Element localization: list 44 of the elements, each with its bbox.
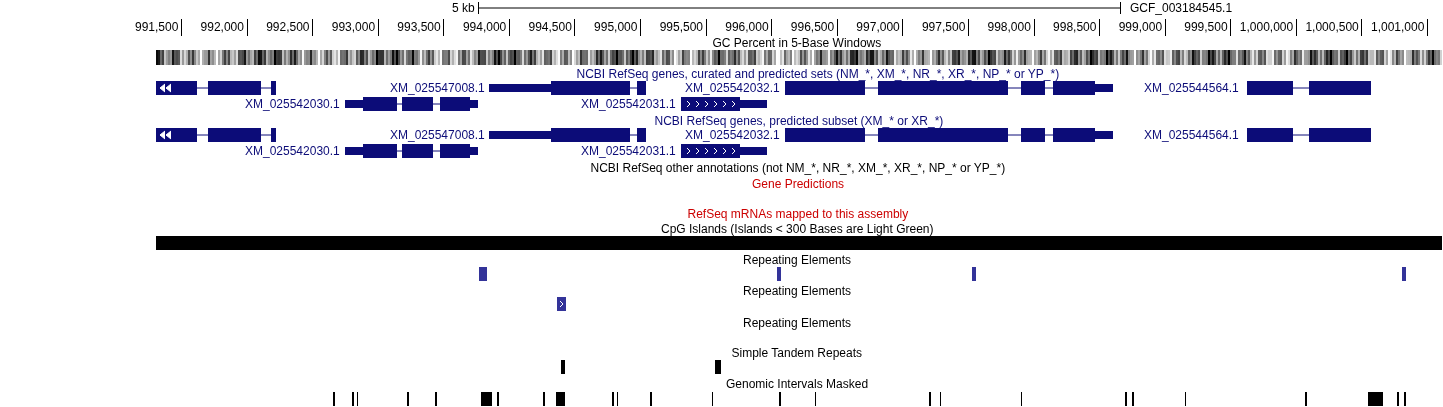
gene-label: XM_025547008.1 bbox=[390, 128, 485, 142]
coordinate-label: 996,000 bbox=[725, 20, 769, 34]
track-title: NCBI RefSeq other annotations (not NM_*, NR_*, XM_*, XR_*, NP_* or YP_*) bbox=[590, 161, 1006, 175]
coordinate-label: 997,000 bbox=[856, 20, 900, 34]
track-title: NCBI RefSeq genes, predicted subset (XM_* or XR_*) bbox=[654, 114, 944, 128]
coordinate-label: 993,500 bbox=[397, 20, 441, 34]
track-title: CpG Islands (Islands < 300 Bases are Light Green) bbox=[661, 222, 934, 236]
gene-label: XM_025542030.1 bbox=[245, 97, 340, 111]
gene-label: XM_025542031.1 bbox=[581, 144, 676, 158]
track-title: Repeating Elements bbox=[743, 284, 852, 298]
track-title: Gene Predictions bbox=[752, 177, 845, 191]
coordinate-label: 991,500 bbox=[135, 20, 179, 34]
assembly-label: GCF_003184545.1 bbox=[1130, 1, 1233, 15]
gene-label: XM_025544564.1 bbox=[1144, 81, 1239, 95]
track-title: Genomic Intervals Masked bbox=[726, 377, 869, 391]
track-title: Simple Tandem Repeats bbox=[731, 346, 863, 360]
gene-label: XM_025542032.1 bbox=[685, 81, 780, 95]
track-title: Repeating Elements bbox=[743, 253, 852, 267]
coordinate-label: 993,000 bbox=[331, 20, 376, 34]
track-title: Repeating Elements bbox=[743, 316, 852, 330]
coordinate-label: 992,000 bbox=[200, 20, 244, 34]
gene-label: XM_025547008.1 bbox=[390, 81, 485, 95]
coordinate-label: 998,500 bbox=[1053, 20, 1097, 34]
coordinate-label: 999,000 bbox=[1118, 20, 1163, 34]
gene-label: XM_025544564.1 bbox=[1144, 128, 1239, 142]
track-title: NCBI RefSeq genes, curated and predicted sets (NM_*, XM_*, NR_*, XR_*, NP_* or YP_*) bbox=[576, 67, 1060, 81]
coordinate-label: 997,500 bbox=[921, 20, 966, 34]
coordinate-label: 995,500 bbox=[659, 20, 703, 34]
coordinate-label: 1,001,000 bbox=[1371, 20, 1425, 34]
coordinate-label: 994,000 bbox=[462, 20, 507, 34]
gene-label: XM_025542032.1 bbox=[685, 128, 780, 142]
scale-label: 5 kb bbox=[452, 1, 475, 15]
coordinate-label: 994,500 bbox=[528, 20, 572, 34]
coordinate-label: 995,000 bbox=[594, 20, 638, 34]
gene-label: XM_025542031.1 bbox=[581, 97, 676, 111]
track-title: RefSeq mRNAs mapped to this assembly bbox=[687, 207, 909, 221]
track-title: GC Percent in 5-Base Windows bbox=[712, 36, 882, 50]
coordinate-label: 992,500 bbox=[266, 20, 310, 34]
gene-label: XM_025542030.1 bbox=[245, 144, 340, 158]
coordinate-label: 1,000,000 bbox=[1239, 20, 1294, 34]
coordinate-label: 1,000,500 bbox=[1305, 20, 1359, 34]
coordinate-label: 998,000 bbox=[987, 20, 1031, 34]
coordinate-label: 996,500 bbox=[790, 20, 835, 34]
coordinate-label: 999,500 bbox=[1184, 20, 1228, 34]
